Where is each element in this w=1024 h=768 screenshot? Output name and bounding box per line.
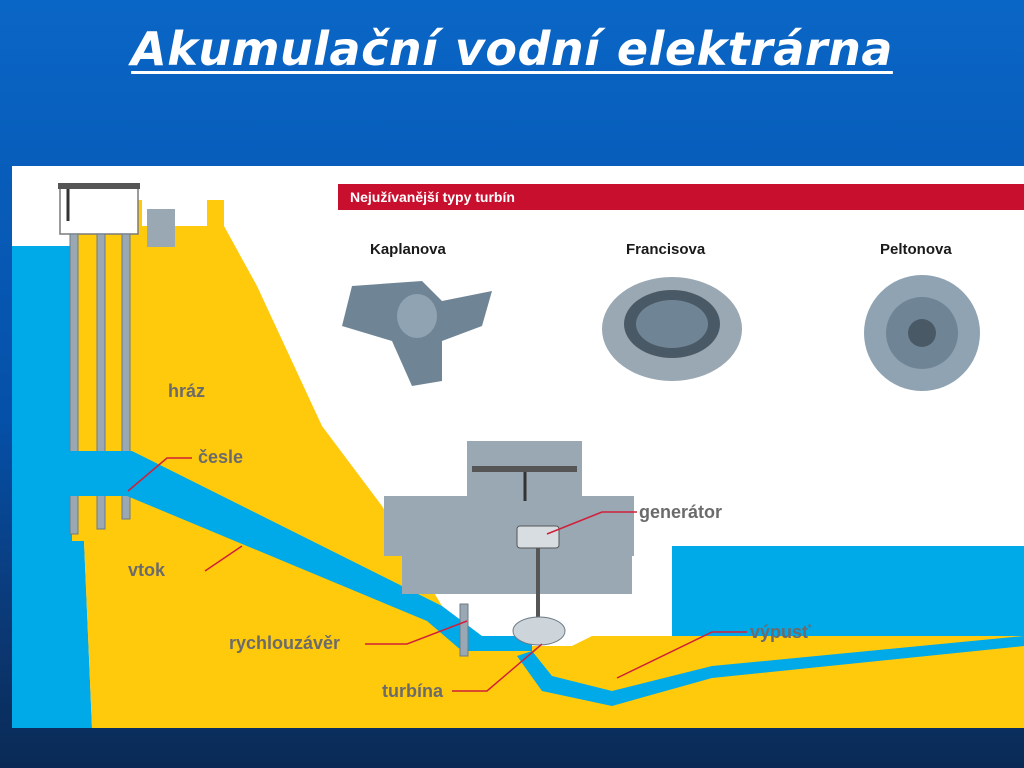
power-plant-diagram: Nejužívanější typy turbín Kaplanova Fran…	[12, 166, 1024, 728]
slide-title: Akumulační vodní elektrárna	[131, 22, 893, 76]
crane-rail	[58, 183, 140, 189]
turbine-type-francis: Francisova	[626, 241, 706, 258]
label-generator: generátor	[639, 502, 722, 522]
label-outlet: výpusť	[750, 622, 811, 642]
gate-shaft-3	[121, 233, 131, 520]
label-dam: hráz	[168, 381, 205, 401]
powerhouse-hall	[384, 496, 634, 556]
gate-shaft-1	[69, 233, 79, 535]
dam-crest-block	[147, 209, 175, 247]
leader-lines	[127, 457, 747, 692]
turbine-type-kaplan: Kaplanova	[370, 241, 447, 258]
quick-gate	[459, 603, 469, 657]
label-rack: česle	[198, 447, 243, 467]
label-intake: vtok	[128, 560, 166, 580]
powerhouse-crane	[472, 466, 577, 472]
turbine-panel-heading: Nejužívanější typy turbín	[350, 189, 515, 205]
penstock	[12, 451, 532, 651]
pelton-turbine-illustration	[864, 275, 980, 391]
turbine-runner	[512, 616, 566, 646]
outflow-channel	[517, 636, 1024, 706]
powerhouse-lower	[402, 554, 632, 594]
label-turbine: turbína	[382, 681, 444, 701]
turbine-panel-banner	[338, 184, 1024, 210]
gate-shaft-2	[96, 233, 106, 530]
francis-turbine-illustration	[602, 277, 742, 381]
kaplan-turbine-illustration	[342, 281, 492, 386]
turbine-type-pelton: Peltonova	[880, 241, 952, 258]
generator	[516, 525, 560, 549]
dam-body	[72, 200, 1024, 728]
tailwater	[672, 546, 1024, 636]
label-quick-gate: rychlouzávěr	[229, 633, 340, 653]
intake-tower	[59, 185, 139, 235]
